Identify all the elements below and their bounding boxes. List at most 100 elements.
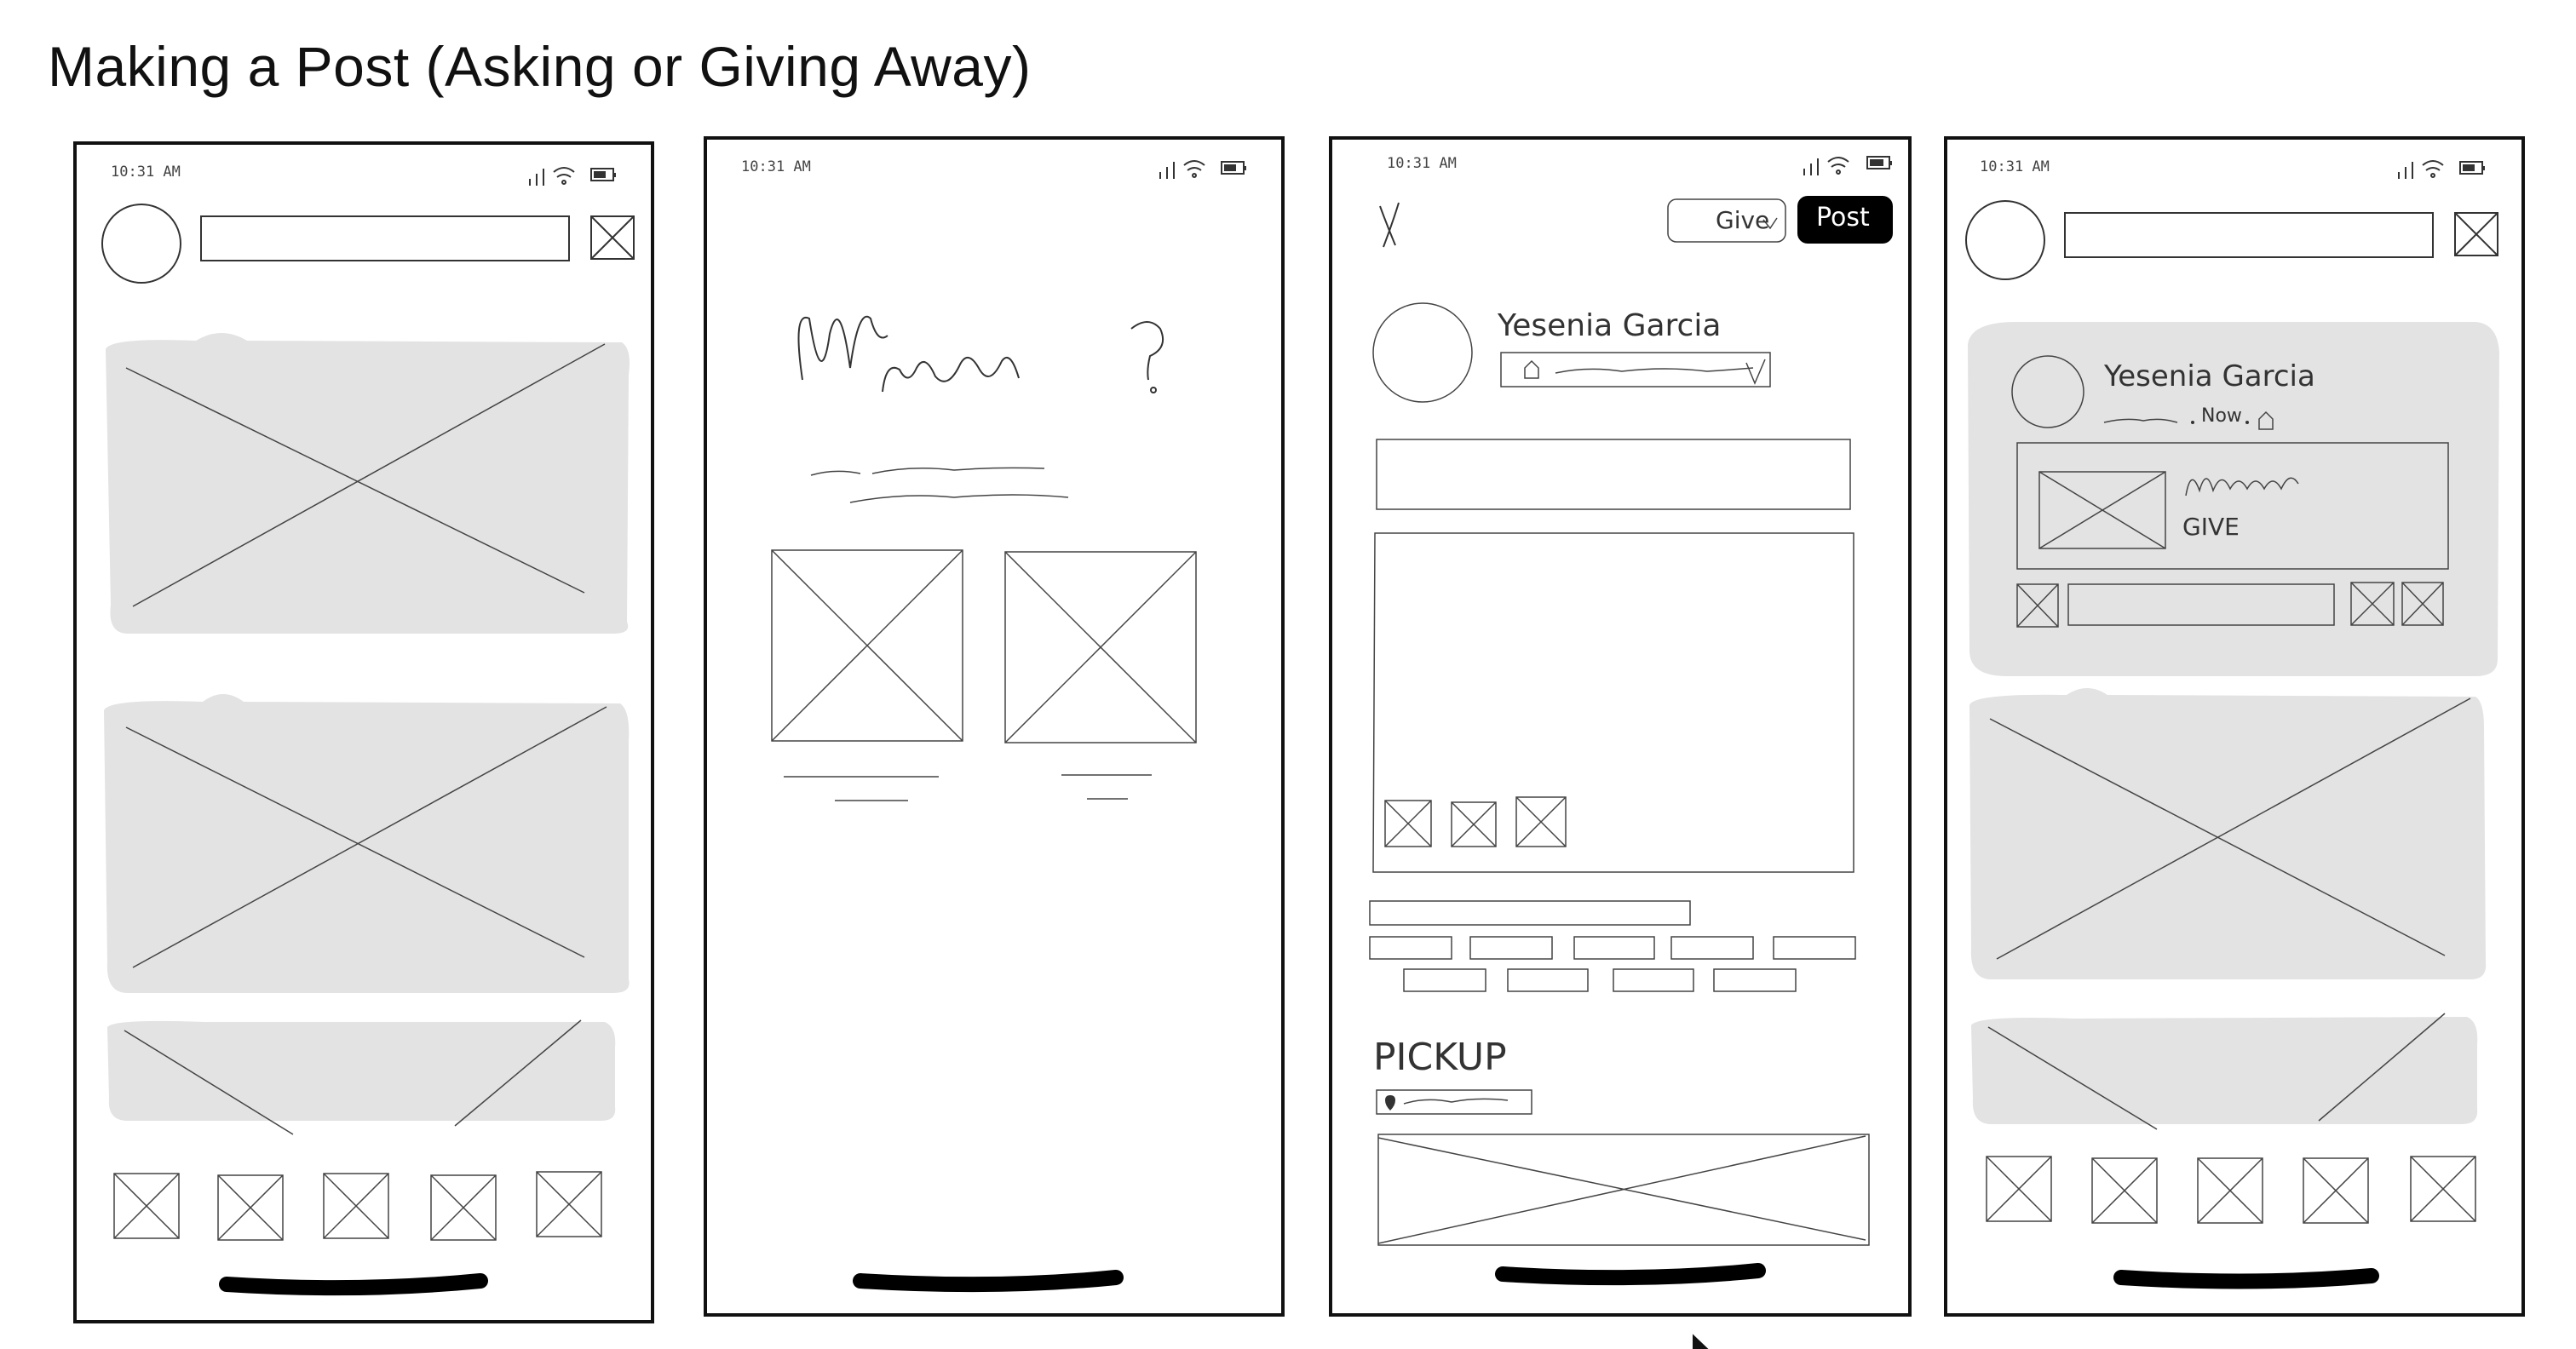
signal-icon (1159, 162, 1175, 179)
phone-posted-feed: 10:31 AM (1944, 136, 2525, 1317)
phone-choose-drawing (771, 160, 1246, 1293)
chevron-down-icon (1762, 217, 1778, 230)
home-icon (2258, 410, 2274, 430)
photo-thumbnail-2[interactable] (1451, 801, 1497, 847)
category-field[interactable] (1369, 900, 1691, 926)
description-input[interactable] (1372, 532, 1854, 873)
tag-chip[interactable] (1613, 968, 1694, 992)
phone-feed: 10:31 AM (73, 141, 654, 1323)
status-time: 10:31 AM (1387, 155, 1457, 172)
feed-card-1[interactable] (106, 333, 630, 634)
ask-option[interactable] (771, 549, 963, 801)
give-label: Give (1716, 206, 1770, 234)
tag-chip[interactable] (1713, 968, 1797, 992)
wifi-icon (2422, 160, 2444, 178)
battery-icon (1866, 156, 1892, 169)
post-image (2038, 471, 2166, 549)
search-input[interactable] (2064, 212, 2434, 258)
post-preview[interactable] (2016, 442, 2449, 570)
user-name: Yesenia Garcia (1498, 308, 1722, 343)
subtitle-scribble (810, 467, 1069, 503)
feed-card-3[interactable] (1971, 1013, 2478, 1130)
feed-card-2[interactable] (1969, 688, 2487, 979)
search-input[interactable] (200, 215, 570, 261)
profile-icon[interactable] (536, 1171, 602, 1237)
phone-choose-type: 10:31 AM (704, 136, 1285, 1317)
status-time: 10:31 AM (741, 158, 811, 175)
home-indicator[interactable] (1495, 1263, 1766, 1286)
tag-chip[interactable] (1507, 968, 1589, 992)
tag-chip[interactable] (1670, 936, 1754, 960)
home-icon (1524, 359, 1539, 379)
community-scribble (2103, 418, 2178, 423)
close-icon[interactable] (1379, 202, 1400, 248)
tag-chips (1369, 936, 1856, 992)
pickup-label: PICKUP (1373, 1036, 1507, 1079)
tag-chip[interactable] (1773, 936, 1856, 960)
title-input[interactable] (1376, 439, 1851, 510)
phone-feed-drawing (101, 167, 635, 1296)
new-post-card[interactable] (1968, 322, 2499, 676)
tag-chip[interactable] (1403, 968, 1486, 992)
settings-icon[interactable] (2454, 212, 2498, 256)
signal-icon (2398, 162, 2413, 179)
comment-input[interactable] (2067, 583, 2335, 626)
home-icon[interactable] (1986, 1156, 2052, 1222)
status-time: 10:31 AM (1980, 158, 2050, 175)
avatar (1372, 302, 1473, 403)
messages-icon[interactable] (430, 1174, 497, 1241)
community-name-scribble (1555, 367, 1754, 374)
question-heading (797, 315, 1164, 393)
pickup-location-field[interactable] (1376, 1089, 1532, 1115)
home-indicator[interactable] (2113, 1268, 2379, 1289)
pickup-map[interactable] (1377, 1134, 1870, 1246)
wifi-icon (553, 167, 575, 185)
photo-thumbnail-1[interactable] (1384, 800, 1432, 847)
feed-card-3[interactable] (107, 1019, 616, 1135)
home-icon[interactable] (113, 1173, 180, 1239)
post-button[interactable] (1797, 196, 1893, 244)
location-scribble (1403, 1098, 1509, 1105)
check-icon (1745, 359, 1766, 385)
tag-chip[interactable] (1573, 936, 1655, 960)
battery-icon (590, 168, 616, 181)
home-indicator[interactable] (853, 1270, 1124, 1293)
search-icon[interactable] (217, 1174, 284, 1241)
poster-avatar (2011, 355, 2084, 428)
tag-chip[interactable] (1369, 936, 1452, 960)
add-post-icon[interactable] (323, 1173, 389, 1239)
share-icon[interactable] (2350, 582, 2395, 626)
wifi-icon (1827, 157, 1849, 175)
avatar[interactable] (101, 204, 181, 284)
home-indicator[interactable] (219, 1273, 488, 1296)
battery-icon (1221, 161, 1246, 175)
wifi-icon (1183, 160, 1205, 178)
give-tag: GIVE (2182, 513, 2240, 541)
search-icon[interactable] (2091, 1157, 2158, 1224)
post-label: Post (1816, 203, 1870, 232)
avatar[interactable] (1965, 200, 2045, 280)
signal-icon (1803, 158, 1819, 175)
phone-posted-drawing (1965, 160, 2499, 1289)
add-post-icon[interactable] (2197, 1157, 2263, 1224)
post-title-scribble (2185, 477, 2299, 497)
like-icon[interactable] (2016, 583, 2059, 628)
give-dropdown[interactable] (1667, 198, 1786, 243)
mouse-cursor-icon (1691, 1330, 1711, 1349)
tag-chip[interactable] (1469, 936, 1553, 960)
page-title: Making a Post (Asking or Giving Away) (48, 35, 1032, 98)
phone-create-post: 10:31 AM (1329, 136, 1912, 1317)
profile-icon[interactable] (2410, 1156, 2476, 1222)
signal-icon (529, 169, 544, 186)
phone-create-drawing (1369, 156, 1893, 1286)
community-selector[interactable] (1500, 352, 1771, 387)
give-option[interactable] (1004, 551, 1197, 800)
save-icon[interactable] (2401, 582, 2444, 626)
settings-icon[interactable] (590, 215, 635, 260)
add-photo-icon[interactable] (1515, 796, 1567, 847)
status-time: 10:31 AM (111, 164, 181, 181)
battery-icon (2459, 161, 2485, 175)
messages-icon[interactable] (2303, 1157, 2369, 1224)
feed-card-2[interactable] (104, 694, 630, 993)
